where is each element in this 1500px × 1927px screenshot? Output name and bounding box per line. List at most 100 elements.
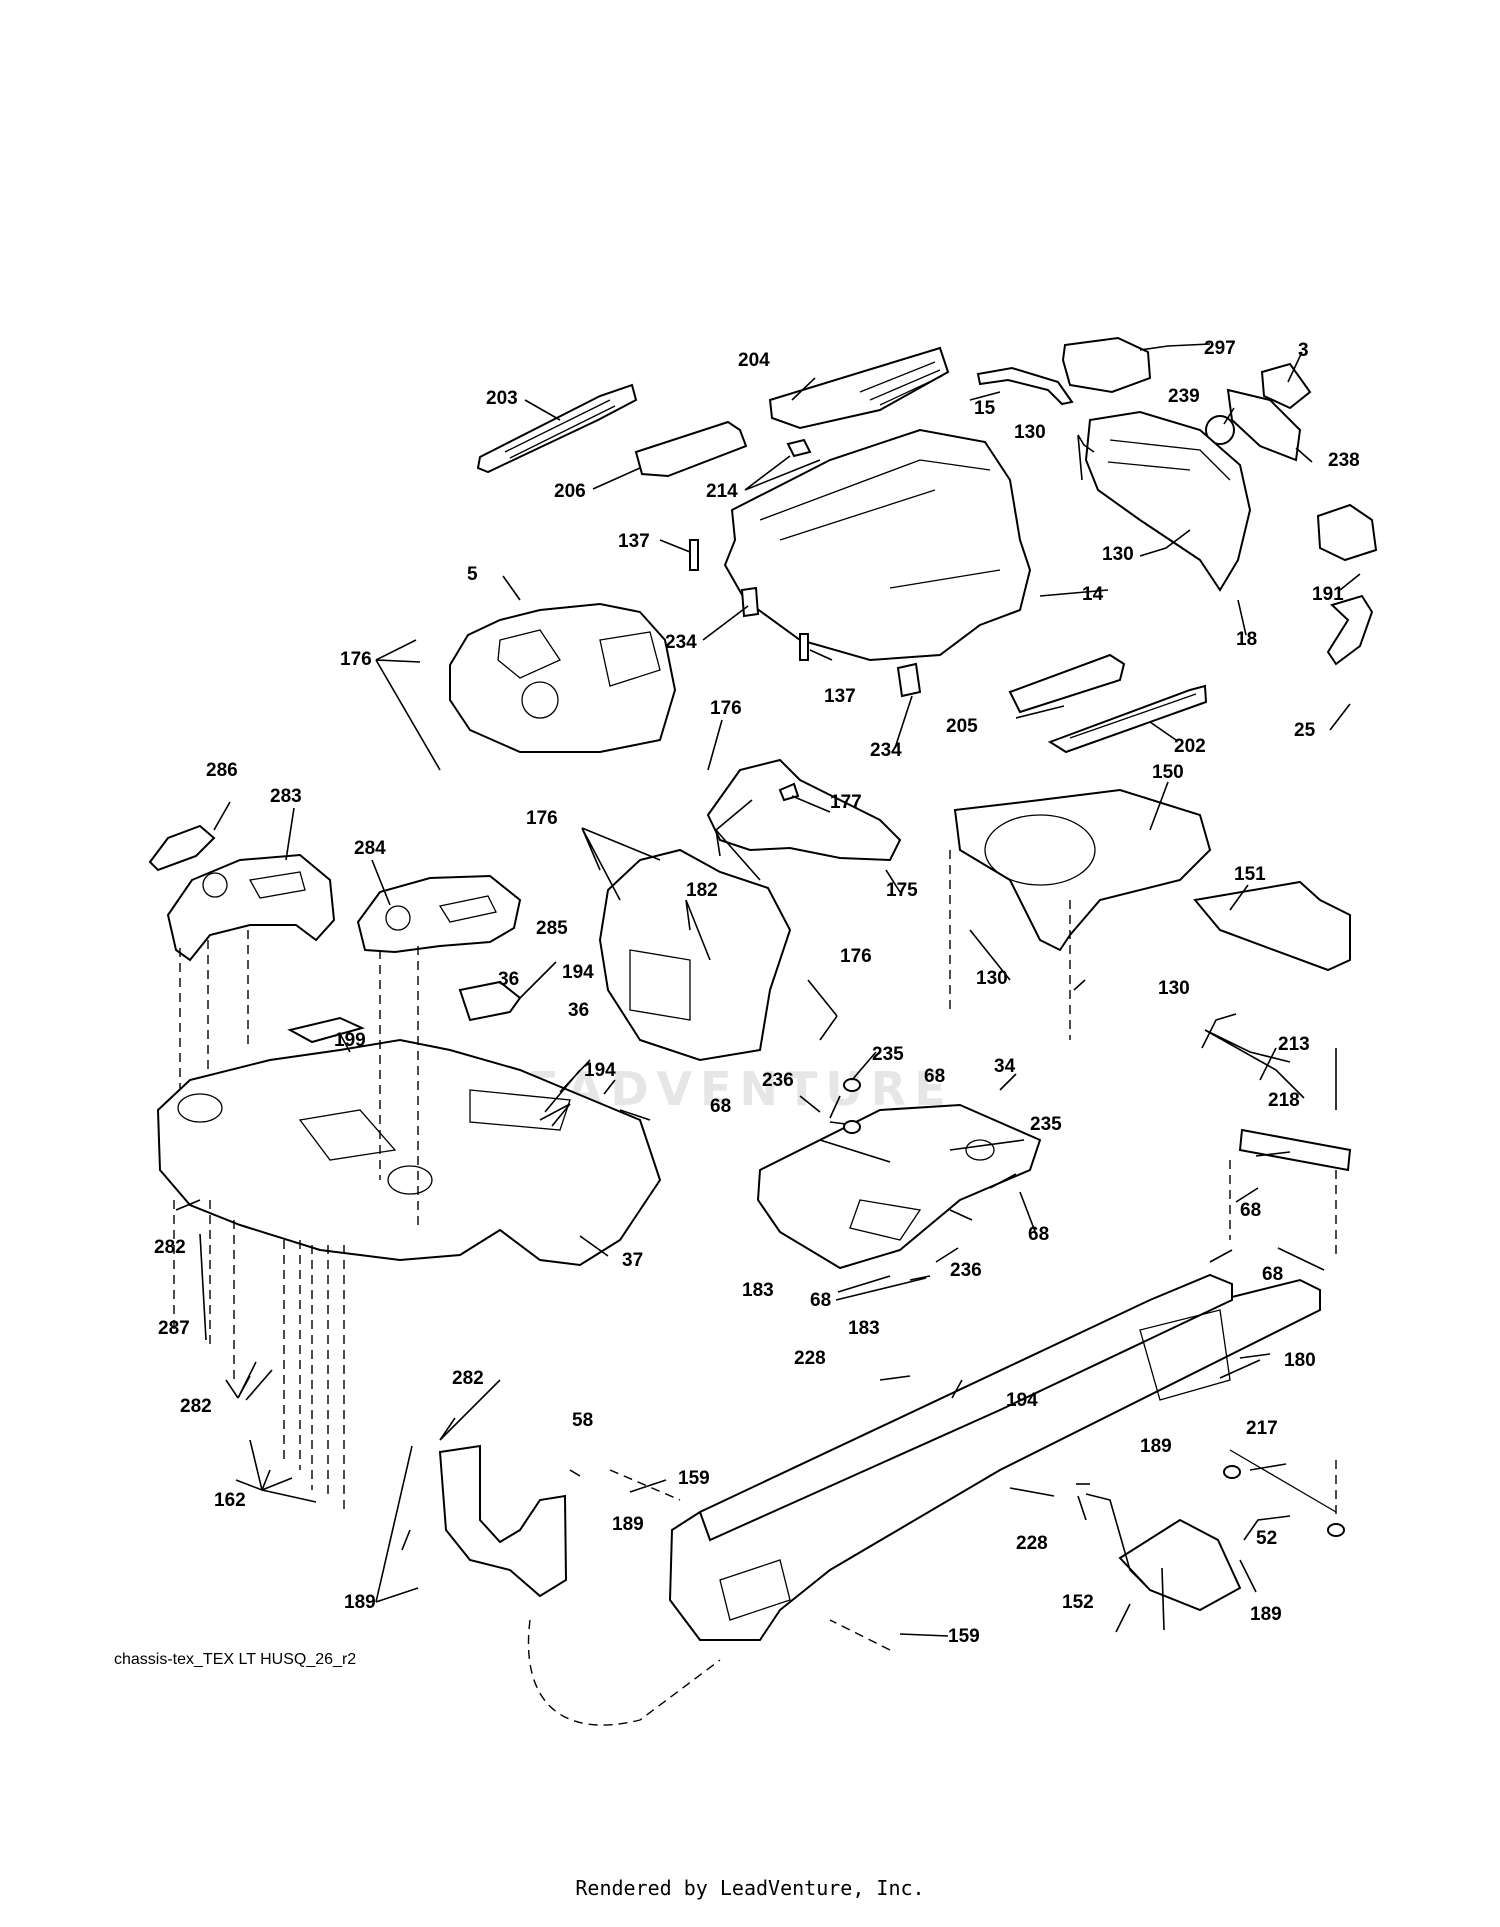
callout-130b: 130 bbox=[1102, 544, 1134, 565]
part-191-cap bbox=[1316, 503, 1378, 562]
part-34-plate bbox=[756, 1103, 1042, 1270]
callout-183b: 183 bbox=[848, 1318, 880, 1339]
callout-189d: 189 bbox=[1250, 1604, 1282, 1625]
part-137-rod-b bbox=[799, 633, 809, 661]
callout-130a: 130 bbox=[1014, 422, 1046, 443]
part-52-bushing-b bbox=[1327, 1523, 1346, 1537]
callout-284: 284 bbox=[354, 838, 386, 859]
leader-lines bbox=[175, 343, 1361, 1637]
part-137-rod-top bbox=[689, 539, 699, 571]
callout-204: 204 bbox=[738, 350, 770, 371]
callout-205: 205 bbox=[946, 716, 978, 737]
part-234-a bbox=[740, 586, 760, 618]
callout-3: 3 bbox=[1298, 340, 1309, 361]
callout-234a: 234 bbox=[665, 632, 697, 653]
callout-150: 150 bbox=[1152, 762, 1184, 783]
callout-189a: 189 bbox=[1140, 1436, 1172, 1457]
part-284-cover bbox=[356, 874, 522, 954]
part-3-emblem bbox=[1260, 362, 1312, 410]
callout-194c: 194 bbox=[1006, 1390, 1038, 1411]
part-52-bushing-a bbox=[1223, 1465, 1242, 1479]
part-217-rod bbox=[1229, 1449, 1337, 1513]
callout-194a: 194 bbox=[562, 962, 594, 983]
callout-182: 182 bbox=[686, 880, 718, 901]
part-199-plate bbox=[287, 1016, 365, 1044]
callout-130c: 130 bbox=[976, 968, 1008, 989]
part-234-b bbox=[896, 662, 922, 698]
callout-236a: 236 bbox=[762, 1070, 794, 1091]
callout-202: 202 bbox=[1174, 736, 1206, 757]
callout-189c: 189 bbox=[344, 1592, 376, 1613]
callout-234b: 234 bbox=[870, 740, 902, 761]
callout-152: 152 bbox=[1062, 1592, 1094, 1613]
part-14-hood bbox=[723, 428, 1032, 662]
callout-176a: 176 bbox=[340, 649, 372, 670]
part-182-panel bbox=[598, 848, 792, 1062]
callout-52: 52 bbox=[1256, 1528, 1277, 1549]
callout-5: 5 bbox=[467, 564, 478, 585]
callout-36b: 36 bbox=[568, 1000, 589, 1021]
callout-37: 37 bbox=[622, 1250, 643, 1271]
callout-180: 180 bbox=[1284, 1350, 1316, 1371]
callout-282b: 282 bbox=[452, 1368, 484, 1389]
part-286-trim bbox=[148, 824, 216, 872]
diagram-caption: chassis-tex_TEX LT HUSQ_26_r2 bbox=[114, 1651, 356, 1668]
callout-283: 283 bbox=[270, 786, 302, 807]
callout-176b: 176 bbox=[710, 698, 742, 719]
callout-175: 175 bbox=[886, 880, 918, 901]
part-214-clip bbox=[786, 438, 812, 458]
part-205-panel bbox=[1008, 653, 1126, 714]
callout-162: 162 bbox=[214, 1490, 246, 1511]
part-shapes bbox=[148, 336, 1378, 1641]
callout-235b: 235 bbox=[1030, 1114, 1062, 1135]
callout-137a: 137 bbox=[618, 531, 650, 552]
part-175-bracket bbox=[706, 758, 902, 862]
callout-36a: 36 bbox=[498, 969, 519, 990]
part-151-bracket bbox=[1193, 880, 1351, 972]
callout-287: 287 bbox=[158, 1318, 190, 1339]
callout-236b: 236 bbox=[950, 1260, 982, 1281]
footer-credit: Rendered by LeadVenture, Inc. bbox=[575, 1876, 924, 1900]
callout-199: 199 bbox=[334, 1030, 366, 1051]
callout-189b: 189 bbox=[612, 1514, 644, 1535]
callout-18: 18 bbox=[1236, 629, 1257, 650]
callout-238: 238 bbox=[1328, 450, 1360, 471]
callout-235a: 235 bbox=[872, 1044, 904, 1065]
part-235-washer bbox=[843, 1078, 862, 1092]
callout-137b: 137 bbox=[824, 686, 856, 707]
part-150-shroud bbox=[953, 788, 1212, 952]
callout-68a: 68 bbox=[924, 1066, 945, 1087]
part-285-insert bbox=[458, 980, 522, 1022]
part-202-grille bbox=[1047, 684, 1208, 754]
part-152-guard bbox=[1118, 1518, 1242, 1612]
part-238-grille bbox=[1226, 388, 1302, 462]
part-25-strip bbox=[1326, 594, 1374, 666]
callout-297: 297 bbox=[1204, 338, 1236, 359]
callout-130d: 130 bbox=[1158, 978, 1190, 999]
callout-159a: 159 bbox=[678, 1468, 710, 1489]
callout-15: 15 bbox=[974, 398, 996, 419]
part-15-strip bbox=[976, 366, 1074, 406]
assembly-lines bbox=[173, 850, 1337, 1726]
part-180-rail bbox=[698, 1273, 1233, 1542]
callout-68c: 68 bbox=[1240, 1200, 1261, 1221]
part-236-washer bbox=[843, 1120, 862, 1134]
callout-34: 34 bbox=[994, 1056, 1016, 1077]
callout-282a: 282 bbox=[154, 1237, 186, 1258]
callout-177: 177 bbox=[830, 792, 862, 813]
callout-285: 285 bbox=[536, 918, 568, 939]
callout-228a: 228 bbox=[794, 1348, 826, 1369]
callout-labels: 297 3 204 203 15 239 238 130 206 214 137… bbox=[154, 338, 1360, 1647]
callout-68f: 68 bbox=[810, 1290, 831, 1311]
part-283-cover bbox=[166, 853, 336, 962]
callout-68e: 68 bbox=[1262, 1264, 1283, 1285]
part-297-cap bbox=[1061, 336, 1152, 394]
part-206-panel bbox=[634, 420, 748, 478]
callout-68d: 68 bbox=[1028, 1224, 1049, 1245]
callout-213: 213 bbox=[1278, 1034, 1310, 1055]
callout-68b: 68 bbox=[710, 1096, 731, 1117]
part-218-bracket bbox=[1238, 1128, 1352, 1172]
callout-159b: 159 bbox=[948, 1626, 980, 1647]
callout-203: 203 bbox=[486, 388, 518, 409]
